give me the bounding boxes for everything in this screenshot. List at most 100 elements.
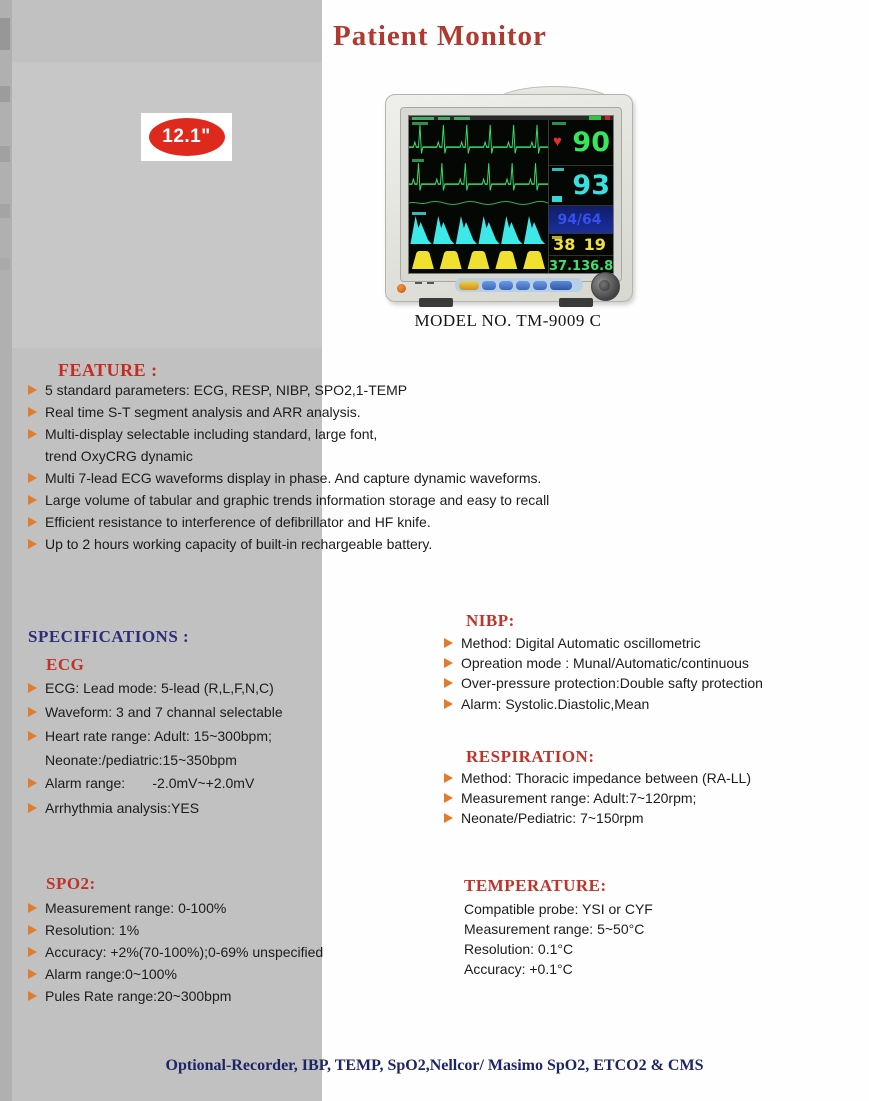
bullet-arrow-icon bbox=[28, 803, 37, 813]
temperature-item: Resolution: 0.1°C bbox=[464, 939, 653, 959]
nibp-value: 94/64 bbox=[557, 211, 602, 228]
ecg-item: Waveform: 3 and 7 channal selectable bbox=[28, 700, 283, 724]
knob-center bbox=[599, 280, 610, 291]
nibp-item-text: Alarm: Systolic.Diastolic,Mean bbox=[461, 695, 650, 712]
ecg-item-text: Heart rate range: Adult: 15~300bpm; bbox=[45, 728, 272, 744]
bullet-arrow-icon bbox=[28, 495, 37, 505]
nibp-item-text: Over-pressure protection:Double safty pr… bbox=[461, 675, 763, 691]
ecg-item-text: Waveform: 3 and 7 channal selectable bbox=[45, 704, 283, 720]
status-text-bar bbox=[412, 116, 434, 120]
feature-item: Up to 2 hours working capacity of built-… bbox=[28, 533, 549, 555]
spo2-item-text: Alarm range:0~100% bbox=[45, 966, 177, 982]
nibp-panel: 94/64 bbox=[549, 206, 613, 234]
bullet-arrow-icon bbox=[28, 731, 37, 741]
edge-notch bbox=[0, 146, 10, 162]
edge-notch bbox=[0, 86, 10, 102]
feature-item-text: Real time S-T segment analysis and ARR a… bbox=[45, 404, 361, 420]
feature-item: 5 standard parameters: ECG, RESP, NIBP, … bbox=[28, 379, 549, 401]
nibp-item: Method: Digital Automatic oscillometric bbox=[444, 633, 763, 653]
spo2-item: Alarm range:0~100% bbox=[28, 963, 323, 985]
ecg-list: ECG: Lead mode: 5-lead (R,L,F,N,C) Wavef… bbox=[28, 676, 283, 821]
resp-value-2: 19 bbox=[583, 235, 606, 254]
hr-label-bar bbox=[552, 122, 566, 125]
respiration-item-text: Measurement range: Adult:7~120rpm; bbox=[461, 790, 697, 806]
bullet-arrow-icon bbox=[444, 638, 453, 648]
bullet-arrow-icon bbox=[28, 947, 37, 957]
respiration-item-text: Method: Thoracic impedance between (RA-L… bbox=[461, 770, 752, 786]
resp-panel: 38 19 bbox=[549, 234, 613, 256]
feature-item-text: trend OxyCRG dynamic bbox=[45, 448, 193, 464]
bullet-arrow-icon bbox=[28, 778, 37, 788]
function-button bbox=[516, 280, 530, 290]
feature-item: Efficient resistance to interference of … bbox=[28, 511, 549, 533]
ecg-item-text: Alarm range: -2.0mV~+2.0mV bbox=[45, 775, 255, 791]
spo2-value: 93 bbox=[572, 170, 610, 201]
respiration-waveform bbox=[411, 251, 546, 269]
feature-item-text: Multi 7-lead ECG waveforms display in ph… bbox=[45, 470, 542, 486]
bullet-arrow-icon bbox=[28, 517, 37, 527]
temp-panel: 37.1 36.8 bbox=[549, 256, 613, 274]
bullet-arrow-icon bbox=[28, 407, 37, 417]
temperature-item-text: Compatible probe: YSI or CYF bbox=[464, 901, 653, 917]
resp-value-1: 38 bbox=[553, 235, 576, 254]
function-button bbox=[482, 280, 496, 290]
status-text-bar bbox=[454, 116, 470, 120]
temp-value-1: 37.1 bbox=[549, 259, 582, 274]
nibp-item-text: Method: Digital Automatic oscillometric bbox=[461, 635, 701, 651]
spo2-list: Measurement range: 0-100% Resolution: 1%… bbox=[28, 897, 323, 1007]
nibp-heading: NIBP: bbox=[466, 611, 515, 630]
function-button bbox=[499, 280, 513, 290]
respiration-item: Method: Thoracic impedance between (RA-L… bbox=[444, 768, 751, 788]
spo2-item-text: Accuracy: +2%(70-100%);0-69% unspecified bbox=[45, 944, 324, 960]
ecg-item: Arrhythmia analysis:YES bbox=[28, 795, 283, 821]
wave-label-bar bbox=[412, 212, 426, 215]
bullet-arrow-icon bbox=[28, 925, 37, 935]
monitor-screen: ♥ 90 93 94/64 38 19 bbox=[408, 115, 614, 274]
spo2-item-text: Pules Rate range:20~300bpm bbox=[45, 988, 232, 1004]
alarm-indicator-icon bbox=[605, 116, 610, 120]
badge-oval: 12.1" bbox=[148, 118, 225, 156]
spo2-item: Pules Rate range:20~300bpm bbox=[28, 985, 323, 1007]
edge-notch bbox=[0, 18, 10, 50]
spo2-item-text: Resolution: 1% bbox=[45, 922, 140, 938]
control-button-strip bbox=[455, 278, 583, 292]
monitor-foot bbox=[419, 298, 453, 307]
power-led bbox=[397, 284, 406, 293]
bullet-arrow-icon bbox=[28, 903, 37, 913]
heart-icon: ♥ bbox=[553, 133, 562, 150]
flat-wave-row bbox=[409, 194, 548, 210]
monitor-foot bbox=[559, 298, 593, 307]
feature-item: Real time S-T segment analysis and ARR a… bbox=[28, 401, 549, 423]
screen-status-bar bbox=[409, 116, 613, 120]
respiration-item: Measurement range: Adult:7~120rpm; bbox=[444, 788, 751, 808]
resp-label-bar bbox=[552, 236, 562, 239]
bullet-arrow-icon bbox=[28, 683, 37, 693]
spo2-item: Resolution: 1% bbox=[28, 919, 323, 941]
respiration-item-text: Neonate/Pediatric: 7~150rpm bbox=[461, 810, 644, 826]
bullet-arrow-icon bbox=[28, 385, 37, 395]
feature-item-text: Large volume of tabular and graphic tren… bbox=[45, 492, 550, 508]
bullet-arrow-icon bbox=[28, 539, 37, 549]
page-title: Patient Monitor bbox=[333, 20, 547, 52]
waveform-area bbox=[409, 120, 549, 273]
spo2-bar-icon bbox=[552, 196, 562, 202]
menu-button bbox=[550, 280, 572, 290]
bullet-arrow-icon bbox=[28, 991, 37, 1001]
hr-panel: ♥ 90 bbox=[549, 120, 613, 166]
temperature-item-text: Resolution: 0.1°C bbox=[464, 941, 574, 957]
temperature-item-text: Measurement range: 5~50°C bbox=[464, 921, 645, 937]
respiration-list: Method: Thoracic impedance between (RA-L… bbox=[444, 768, 751, 828]
ecg-waveform-1 bbox=[409, 124, 548, 154]
battery-indicator-icon bbox=[589, 116, 601, 120]
ecg-item-continuation: Neonate:/pediatric:15~350bpm bbox=[28, 748, 283, 771]
ecg-item: Heart rate range: Adult: 15~300bpm; bbox=[28, 724, 283, 748]
bullet-arrow-icon bbox=[28, 429, 37, 439]
feature-list: 5 standard parameters: ECG, RESP, NIBP, … bbox=[28, 379, 549, 555]
power-button bbox=[459, 280, 479, 290]
edge-notch bbox=[0, 204, 10, 218]
ecg-item: Alarm range: -2.0mV~+2.0mV bbox=[28, 771, 283, 795]
ecg-item-text: ECG: Lead mode: 5-lead (R,L,F,N,C) bbox=[45, 680, 274, 696]
feature-item-text: Efficient resistance to interference of … bbox=[45, 514, 431, 530]
ecg-item-text: Neonate:/pediatric:15~350bpm bbox=[45, 751, 237, 768]
